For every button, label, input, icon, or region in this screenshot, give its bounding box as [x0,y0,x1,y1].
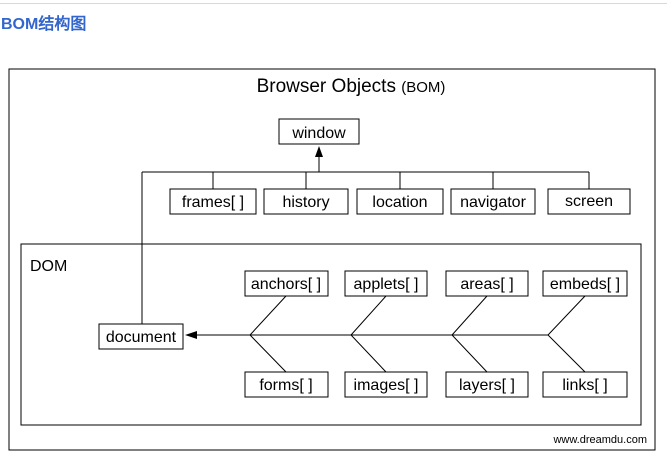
node-applets: applets[ ] [354,276,419,293]
branch-anchors [249,295,287,373]
dom-label: DOM [30,258,67,275]
node-screen: screen [565,193,613,210]
dom-frame [20,243,642,426]
node-navigator-box [450,188,536,215]
page-heading: BOM结构图 [1,16,87,33]
node-images-box [344,371,428,398]
top-divider [0,3,667,4]
node-forms: forms[ ] [259,377,312,394]
branch-embeds [547,295,586,373]
node-layers: layers[ ] [459,377,515,394]
window-arrowhead [315,146,323,157]
node-links: links[ ] [562,377,607,394]
node-location-box [356,188,444,215]
node-forms-box [244,371,329,398]
node-anchors-box [244,270,329,297]
branch-applets [350,295,387,373]
node-history: history [282,194,329,211]
credit-text: www.dreamdu.com [552,434,647,446]
node-frames: frames[ ] [182,194,244,211]
node-embeds-box [542,270,628,297]
node-history-box [263,188,349,215]
node-areas-box [445,270,529,297]
node-frames-box [169,188,257,215]
node-layers-box [445,371,529,398]
bom-title: Browser Objects (BOM) [257,76,446,97]
node-navigator: navigator [460,194,526,211]
node-location: location [372,194,427,211]
branch-areas [451,295,488,373]
node-embeds: embeds[ ] [550,276,620,293]
node-links-box [542,371,628,398]
node-areas: areas[ ] [460,276,513,293]
node-screen-box [547,188,631,215]
bom-frame [8,68,656,451]
node-window-box [278,118,360,145]
document-arrowhead [185,331,197,339]
node-anchors: anchors[ ] [251,276,321,293]
node-applets-box [344,270,428,297]
node-images: images[ ] [354,377,419,394]
node-document-box [98,323,184,350]
node-document: document [106,329,177,346]
node-window: window [291,125,346,142]
